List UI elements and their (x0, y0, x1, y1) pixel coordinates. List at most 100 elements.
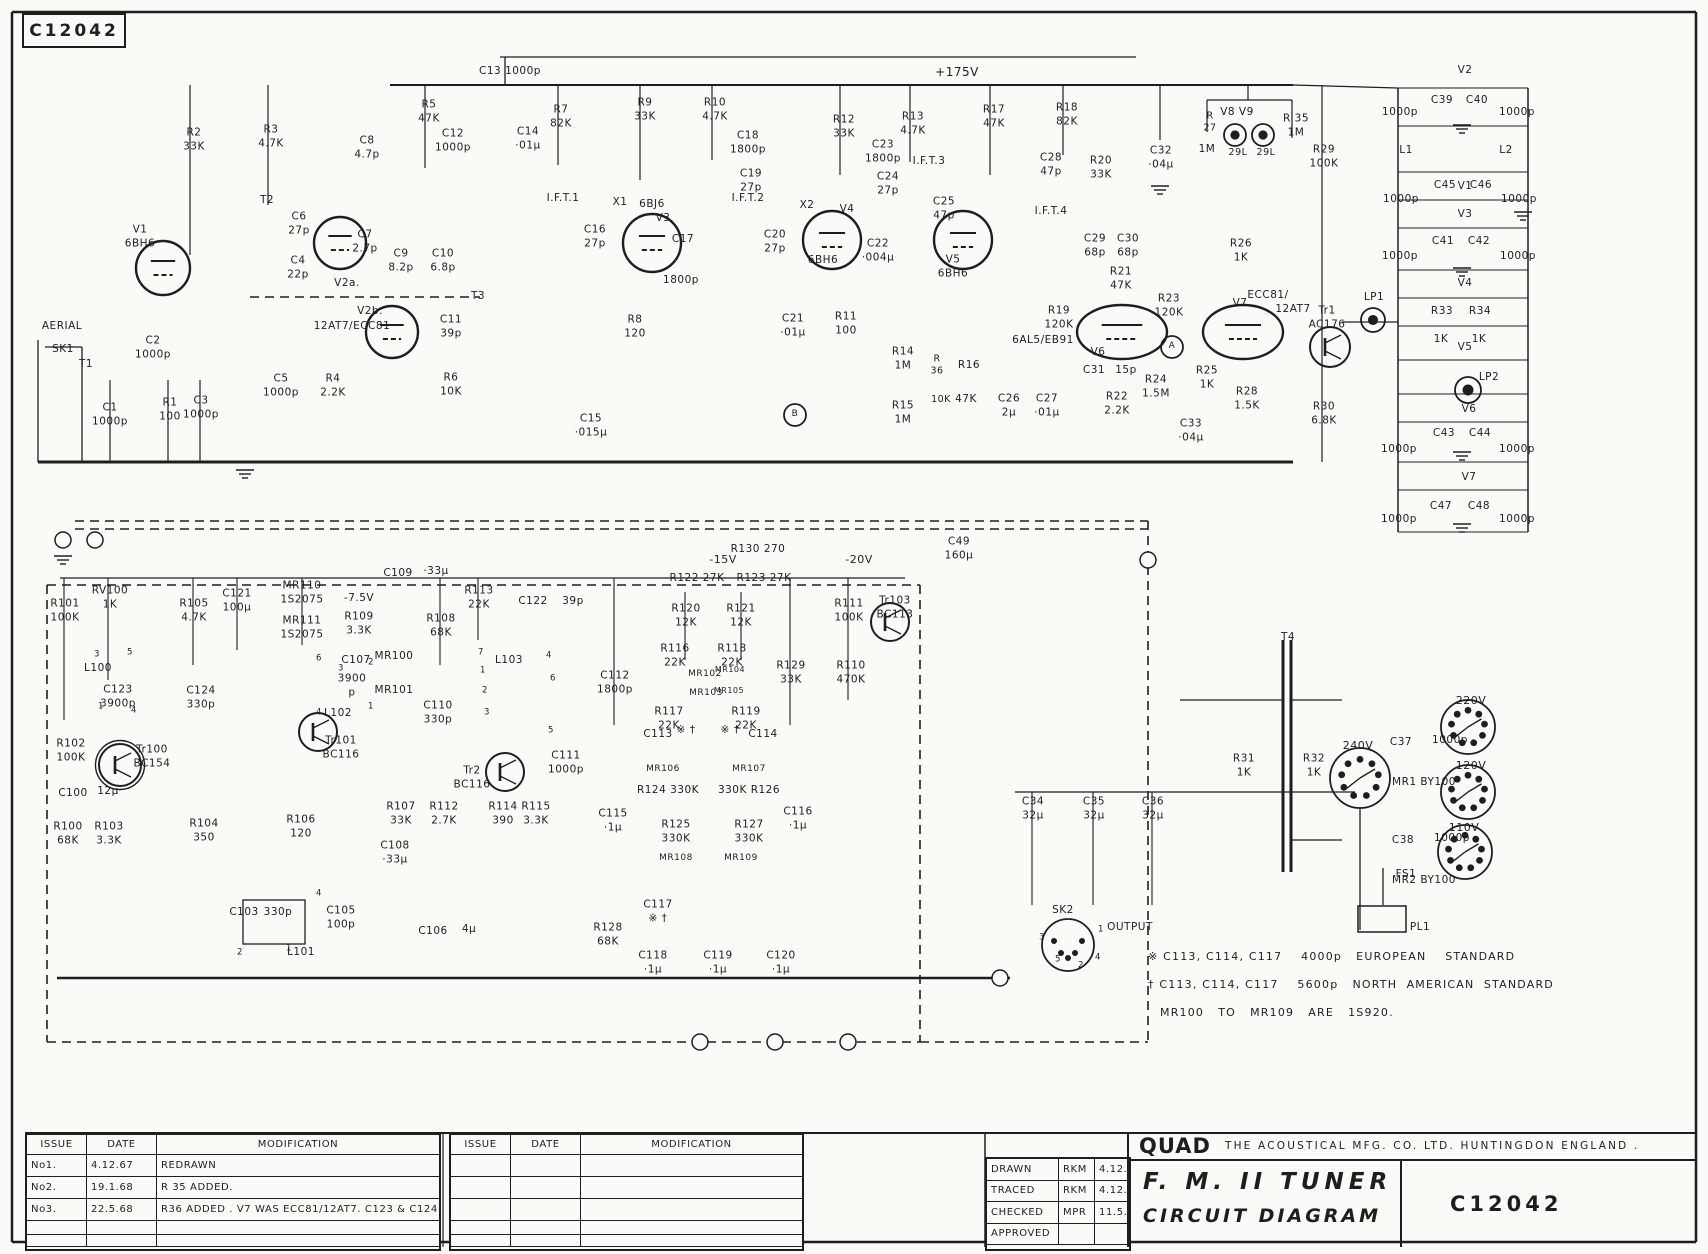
component-label: C19 27p (739, 167, 763, 193)
component-label: C29 68p (1083, 232, 1107, 258)
tube-V4 (801, 209, 863, 271)
component-label: 12µ (97, 785, 119, 798)
component-label: R111 100K (834, 597, 864, 623)
component-label: 1 (286, 943, 292, 954)
component-label: C17 (671, 233, 695, 246)
component-label: R110 470K (836, 659, 866, 685)
component-label: MR102 (688, 669, 722, 680)
drawing-number-box: C12042 (1400, 1161, 1695, 1247)
component-label: 5 (1055, 954, 1061, 965)
component-label: V6 (1461, 403, 1477, 416)
component-label: I.F.T.3 (912, 155, 946, 168)
component-label: Tr103 BC113 (876, 594, 914, 620)
component-label: 3 (338, 663, 344, 674)
component-label: ·33µ (423, 565, 449, 578)
component-label: 1K (1471, 333, 1487, 346)
table-header-cell: ISSUE (27, 1135, 87, 1155)
table-cell (581, 1155, 802, 1177)
component-label: C117 ※ † (643, 898, 673, 924)
component-label: 15p (1115, 364, 1137, 377)
component-label: R3 4.7K (258, 123, 284, 149)
component-label: R100 68K (53, 820, 83, 846)
component-label: 29L (1256, 146, 1276, 158)
lamp-LP1 (1360, 307, 1386, 333)
component-label: T3 (470, 290, 486, 303)
component-label: C35 32µ (1082, 795, 1106, 821)
component-label: R114 390 (488, 800, 518, 826)
component-label: R20 33K (1089, 154, 1113, 180)
component-label: LP2 (1478, 371, 1500, 384)
component-label: L1 (1399, 144, 1413, 157)
component-label: C107 (341, 654, 371, 667)
component-label: R 36 (930, 353, 944, 377)
component-label: 1000p (1499, 443, 1535, 456)
table-cell (87, 1221, 157, 1235)
component-label: I.F.T.2 (731, 192, 765, 205)
component-label: C40 (1465, 94, 1489, 107)
table-cell: No3. (27, 1199, 87, 1221)
component-label: C6 27p (288, 210, 310, 236)
component-label: 1000p (1381, 513, 1417, 526)
table-cell (451, 1155, 511, 1177)
component-label: V7 (1461, 471, 1477, 484)
connector-240V (1329, 747, 1391, 809)
component-label: C108 ·33µ (380, 839, 410, 865)
component-label: 1 (98, 701, 104, 712)
table-header-cell: MODIFICATION (581, 1135, 802, 1155)
lamp-V8 (1223, 123, 1247, 147)
component-label: 7 (478, 647, 484, 658)
table-cell (27, 1221, 87, 1235)
table-cell: MPR (1059, 1202, 1095, 1224)
component-label: C116 ·1µ (783, 805, 813, 831)
component-label: MR107 (732, 764, 766, 775)
component-label: 10K (931, 393, 951, 405)
component-label: R117 22K (654, 705, 684, 731)
component-label: R119 22K (731, 705, 761, 731)
component-label: ※ † (676, 724, 696, 737)
component-label: C105 100p (326, 904, 356, 930)
component-label: 330p (263, 906, 293, 919)
component-label: T4 (1280, 631, 1296, 644)
component-label: 4µ (461, 923, 477, 936)
component-label: 2 (482, 685, 488, 696)
component-label: I.F.T.4 (1034, 205, 1068, 218)
component-label: 47K (955, 393, 977, 406)
tube-V1 (134, 239, 192, 297)
tube-V2b (364, 304, 420, 360)
table-cell: TRACED (987, 1180, 1059, 1202)
component-label: C11 39p (439, 313, 463, 339)
component-label: V3 (655, 212, 671, 225)
connector-120V (1440, 764, 1496, 820)
table-header-cell: DATE (511, 1135, 581, 1155)
component-label: MR110 1S2075 (280, 579, 324, 605)
component-label: R26 1K (1229, 237, 1253, 263)
component-label: C25 47p (932, 195, 956, 221)
component-label: 3 (484, 707, 490, 718)
component-label: X1 (612, 196, 628, 209)
component-label: C10 6.8p (430, 247, 456, 273)
component-label: R105 4.7K (179, 597, 209, 623)
component-label: V3 (1457, 208, 1473, 221)
component-label: R19 120K (1044, 304, 1074, 330)
component-label: C28 47p (1039, 151, 1063, 177)
component-label: R29 100K (1309, 143, 1339, 169)
component-label: R120 12K (671, 602, 701, 628)
drawing-subtitle: CIRCUIT DIAGRAM (1143, 1205, 1382, 1227)
component-label: B (791, 409, 799, 420)
table-cell (27, 1235, 87, 1247)
table-cell (451, 1199, 511, 1221)
component-label: T2 (259, 194, 275, 207)
component-label: R130 270 (730, 543, 786, 556)
component-label: C3 1000p (183, 394, 219, 420)
component-label: R4 2.2K (320, 372, 346, 398)
table-header-cell: ISSUE (451, 1135, 511, 1155)
component-label: MR109 (724, 853, 758, 864)
component-label: C112 1800p (597, 669, 633, 695)
table-cell (1095, 1224, 1129, 1245)
component-label: C38 (1391, 834, 1415, 847)
table-cell: RKM (1059, 1159, 1095, 1181)
component-label: 1000p (1500, 250, 1536, 263)
component-label: -7.5V (343, 592, 375, 605)
component-label: 1000p (1382, 250, 1418, 263)
